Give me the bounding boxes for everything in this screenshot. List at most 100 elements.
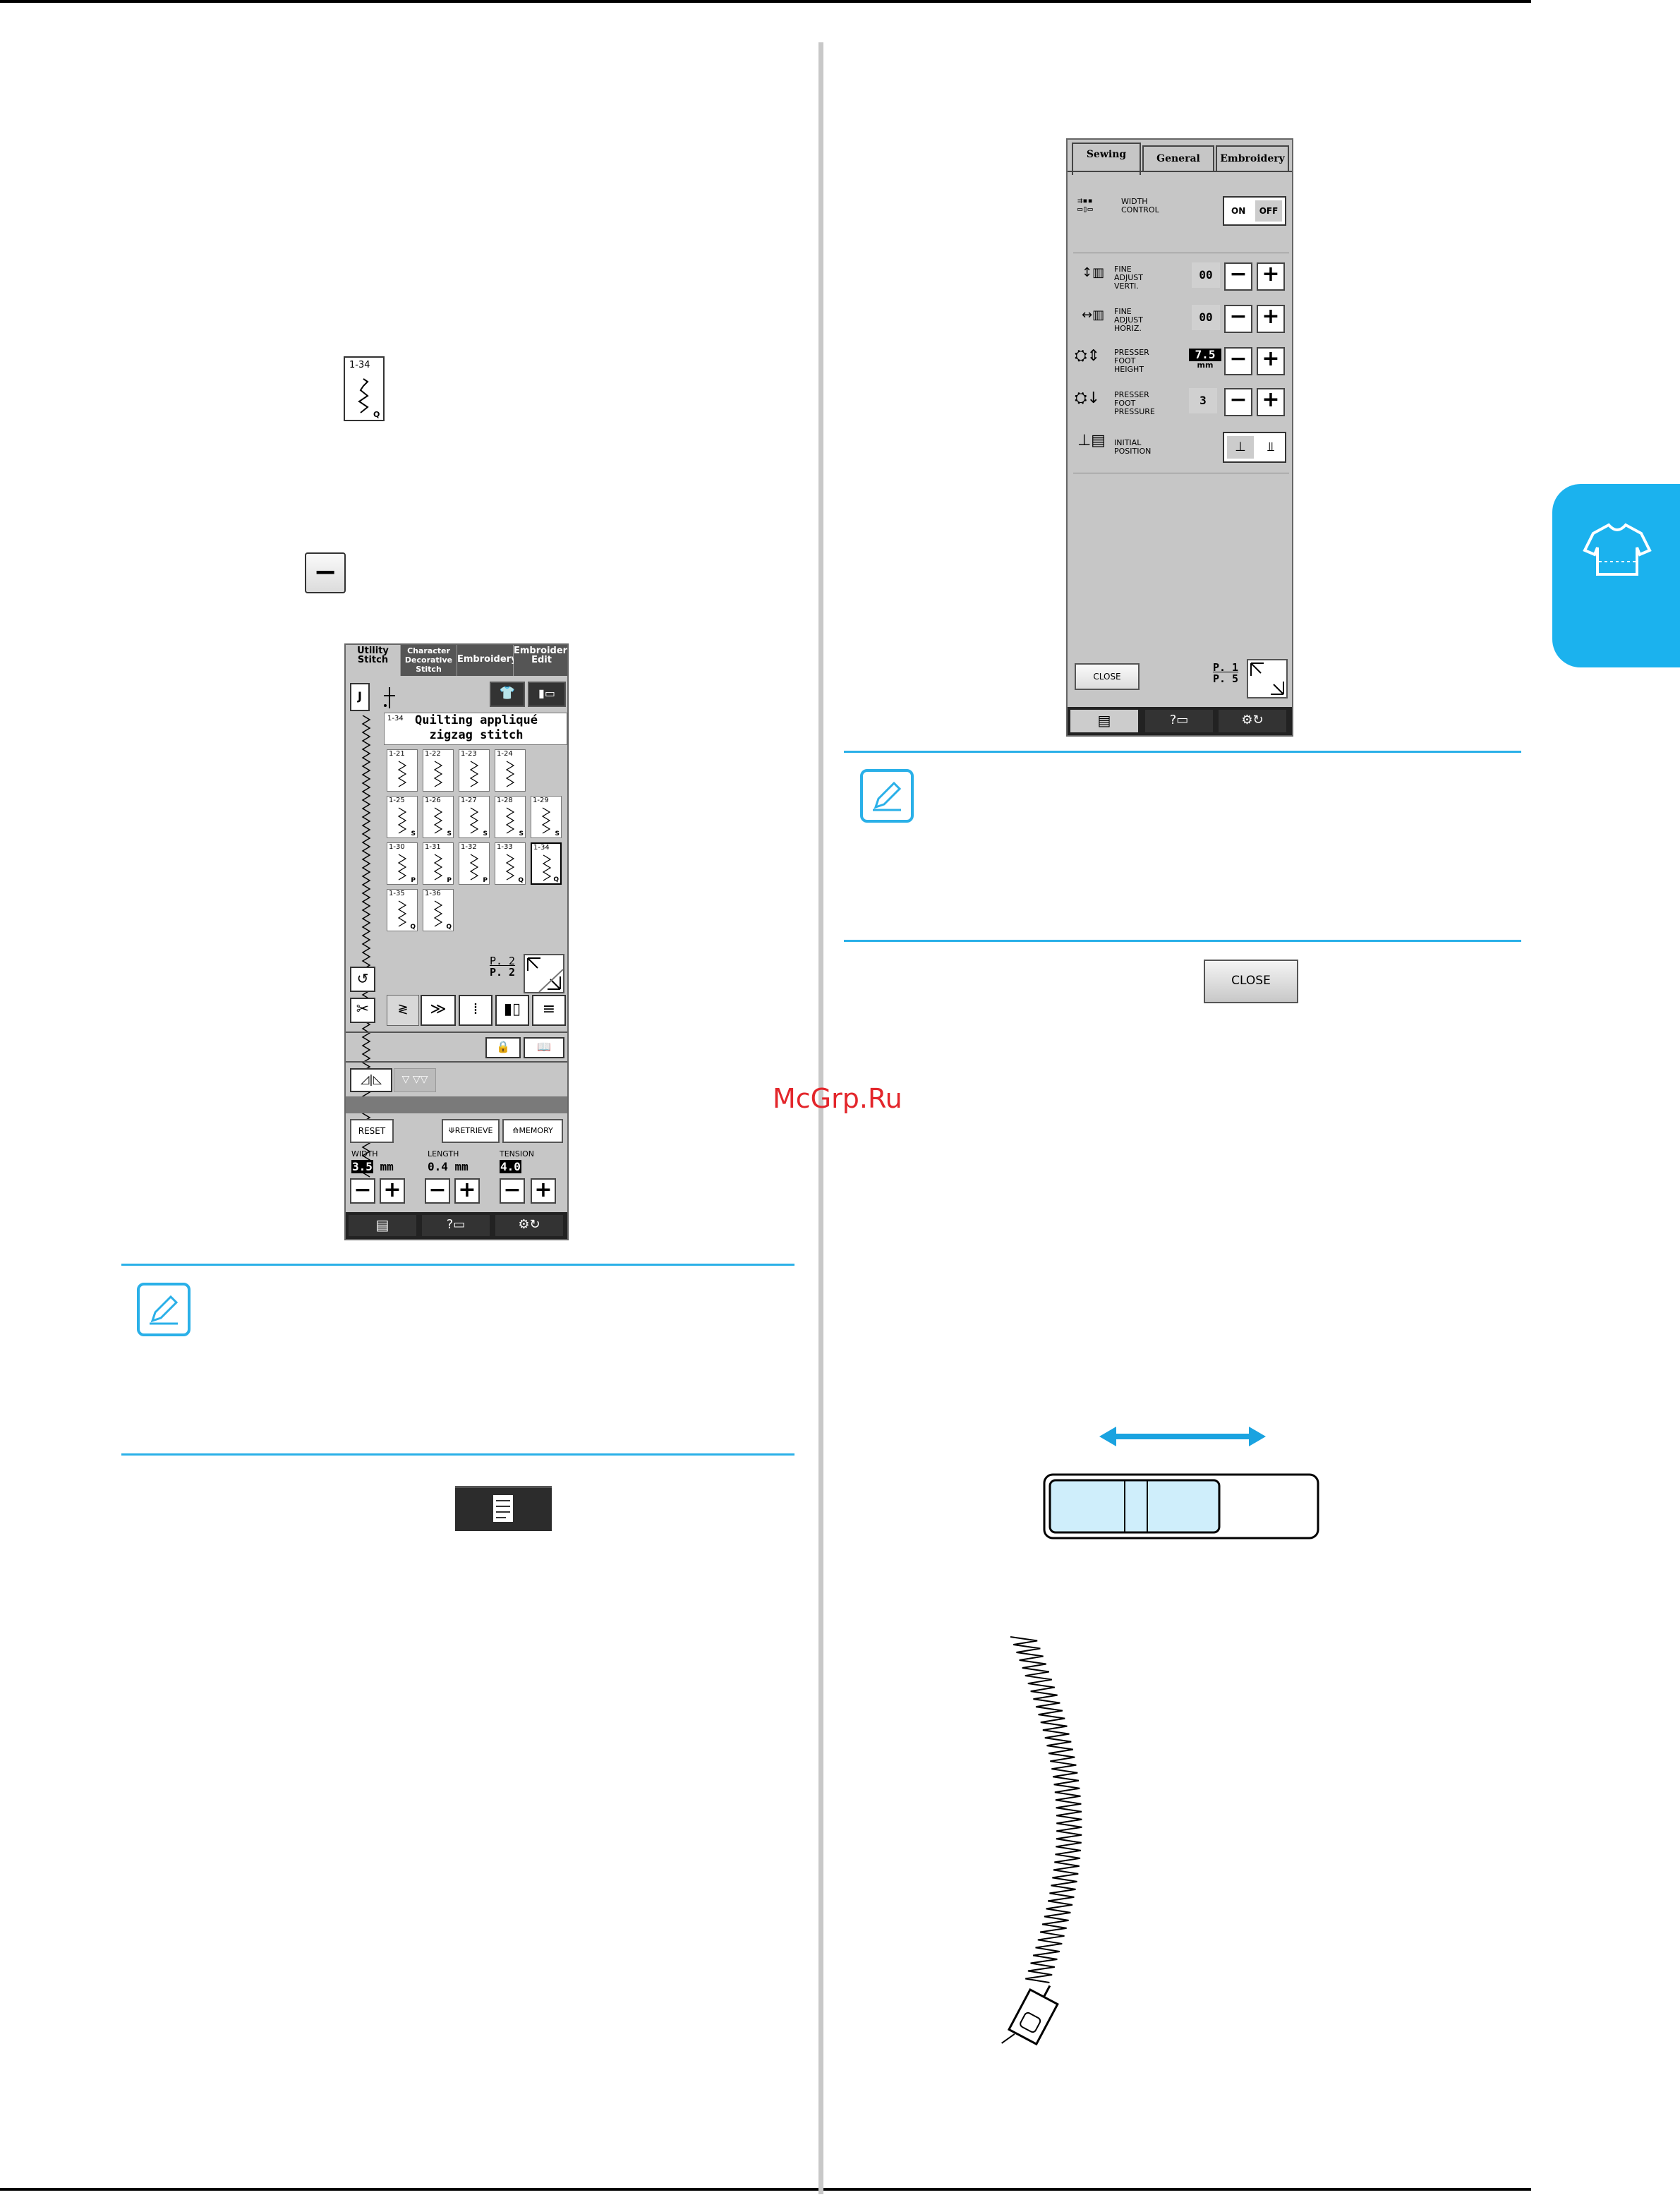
stitch-tile[interactable]: 1-22	[423, 749, 454, 792]
lock-button[interactable]: 🔒	[485, 1037, 521, 1058]
settings-bar-help-button[interactable]: ?▭	[1145, 710, 1213, 732]
toggle-on[interactable]: ON	[1231, 206, 1246, 216]
close-key-label: CLOSE	[1231, 974, 1271, 988]
memo-bottom-line-right	[844, 940, 1521, 942]
manual-button[interactable]: 📖	[524, 1037, 564, 1058]
fine-horiz-minus-button[interactable]: −	[1224, 305, 1252, 333]
page-turn-button[interactable]	[524, 954, 564, 993]
stitch-tile-suffix: S	[447, 830, 452, 837]
stitch-tile-code: 1-23	[461, 750, 477, 758]
foot-up-icon[interactable]: ⫫	[1267, 440, 1275, 454]
tension-plus-button[interactable]: +	[531, 1178, 556, 1204]
settings-key[interactable]	[455, 1486, 552, 1531]
tab-character-decorative-stitch[interactable]: Character Decorative Stitch	[401, 645, 457, 676]
fine-vert-minus-button[interactable]: −	[1224, 262, 1252, 291]
fine-vert-plus-button[interactable]: +	[1257, 262, 1285, 291]
category-decorative-button[interactable]: ⁞	[459, 995, 492, 1026]
stitch-title-code: 1-34	[387, 715, 404, 722]
tab-general[interactable]: General	[1142, 145, 1214, 171]
width-slider-illustration	[1043, 1427, 1319, 1539]
settings-button[interactable]: ▤	[349, 1215, 416, 1236]
settings-list-icon	[493, 1495, 513, 1522]
reverse-button[interactable]: ↺	[350, 967, 375, 992]
fine-horiz-plus-button[interactable]: +	[1257, 305, 1285, 333]
mirror-button[interactable]: ◿|◺	[350, 1068, 392, 1092]
retrieve-label: RETRIEVE	[454, 1126, 493, 1135]
foot-down-icon[interactable]: ⊥	[1227, 436, 1254, 459]
tab-utility-stitch[interactable]: Utility Stitch	[346, 645, 401, 676]
presser-height-minus-button[interactable]: −	[1224, 347, 1252, 375]
stitch-pattern-icon	[397, 761, 407, 787]
reset-button[interactable]: RESET	[350, 1119, 394, 1143]
settings-bar-threading-button[interactable]: ⚙↻	[1219, 710, 1286, 732]
stitch-pattern-icon	[542, 854, 552, 881]
tension-minus-button[interactable]: −	[500, 1178, 525, 1204]
width-minus-button[interactable]: −	[350, 1178, 375, 1204]
presser-pressure-icon: ⛭↓	[1075, 389, 1101, 407]
stitch-tile[interactable]: 1-21	[387, 749, 418, 792]
stitch-tile-code: 1-36	[425, 890, 441, 897]
settings-tab-divider	[1068, 171, 1292, 172]
retrieve-button[interactable]: ⟱RETRIEVE	[442, 1119, 500, 1143]
minus-key[interactable]: −	[305, 552, 346, 593]
stitch-tile-code: 1-32	[461, 843, 477, 851]
category-multi-button[interactable]: ≡	[532, 995, 566, 1026]
stitch-pattern-icon	[433, 807, 443, 834]
help-button[interactable]: ?▭	[422, 1215, 490, 1236]
length-minus-button[interactable]: −	[425, 1178, 450, 1204]
initial-position-toggle[interactable]: ⊥ ⫫	[1223, 432, 1286, 463]
stitch-title-box: 1-34 Quilting appliqué zigzag stitch	[384, 713, 567, 745]
presser-height-plus-button[interactable]: +	[1257, 347, 1285, 375]
stitch-pattern-icon	[397, 854, 407, 881]
presser-foot-drawing-icon	[1001, 1985, 1059, 2046]
category-buttonhole-button[interactable]: ▮▯	[495, 995, 529, 1026]
memo-top-line-left	[121, 1264, 794, 1266]
close-key[interactable]: CLOSE	[1204, 960, 1298, 1003]
width-plus-button[interactable]: +	[380, 1178, 405, 1204]
page-turn-icon	[527, 957, 564, 993]
zigzag-stitch-icon: Q	[358, 378, 380, 419]
memory-button[interactable]: ⟰MEMORY	[502, 1119, 563, 1143]
presser-pressure-minus-button[interactable]: −	[1224, 388, 1252, 416]
tab-sewing[interactable]: Sewing	[1072, 143, 1141, 175]
settings-bottom-bar: ▤ ?▭ ⚙↻	[1068, 707, 1292, 735]
threading-button[interactable]: ⚙↻	[495, 1215, 563, 1236]
thread-cutter-button[interactable]: ✂	[350, 998, 375, 1023]
stitch-tile[interactable]: 1-24	[495, 749, 526, 792]
twin-needle-button[interactable]: ▽ ▽▽	[394, 1068, 436, 1092]
shirt-mode-button[interactable]: 👕	[490, 682, 525, 707]
settings-bar-settings-button[interactable]: ▤	[1070, 710, 1138, 732]
tab-embroidery[interactable]: Embroidery	[457, 645, 517, 676]
tab-embroidery-settings[interactable]: Embroidery	[1216, 145, 1289, 171]
page-indicator: P. 2 P. 2	[488, 955, 516, 978]
stitch-key-1-34[interactable]: 1-34 Q	[344, 356, 385, 421]
category-zigzag-button[interactable]: ≫	[421, 995, 456, 1026]
toggle-off[interactable]: OFF	[1255, 200, 1282, 222]
stitch-tile[interactable]: 1-23	[459, 749, 490, 792]
lower-panel-band	[346, 1061, 567, 1063]
length-plus-button[interactable]: +	[454, 1178, 480, 1204]
tab-embroidery-edit[interactable]: Embroidery Edit	[514, 645, 567, 676]
stitch-tile-code: 1-26	[425, 797, 441, 804]
width-control-label: WIDTH CONTROL	[1121, 197, 1159, 214]
width-control-toggle[interactable]: ON OFF	[1223, 196, 1286, 226]
settings-close-button[interactable]: CLOSE	[1075, 663, 1140, 690]
view-mode-button[interactable]: ▮▭	[528, 682, 566, 707]
stitch-tile-suffix: S	[411, 830, 416, 837]
settings-page-turn-button[interactable]	[1247, 659, 1288, 698]
stitch-tile-code: 1-22	[425, 750, 441, 758]
presser-pressure-plus-button[interactable]: +	[1257, 388, 1285, 416]
category-straight-button[interactable]: ≷	[387, 995, 419, 1026]
